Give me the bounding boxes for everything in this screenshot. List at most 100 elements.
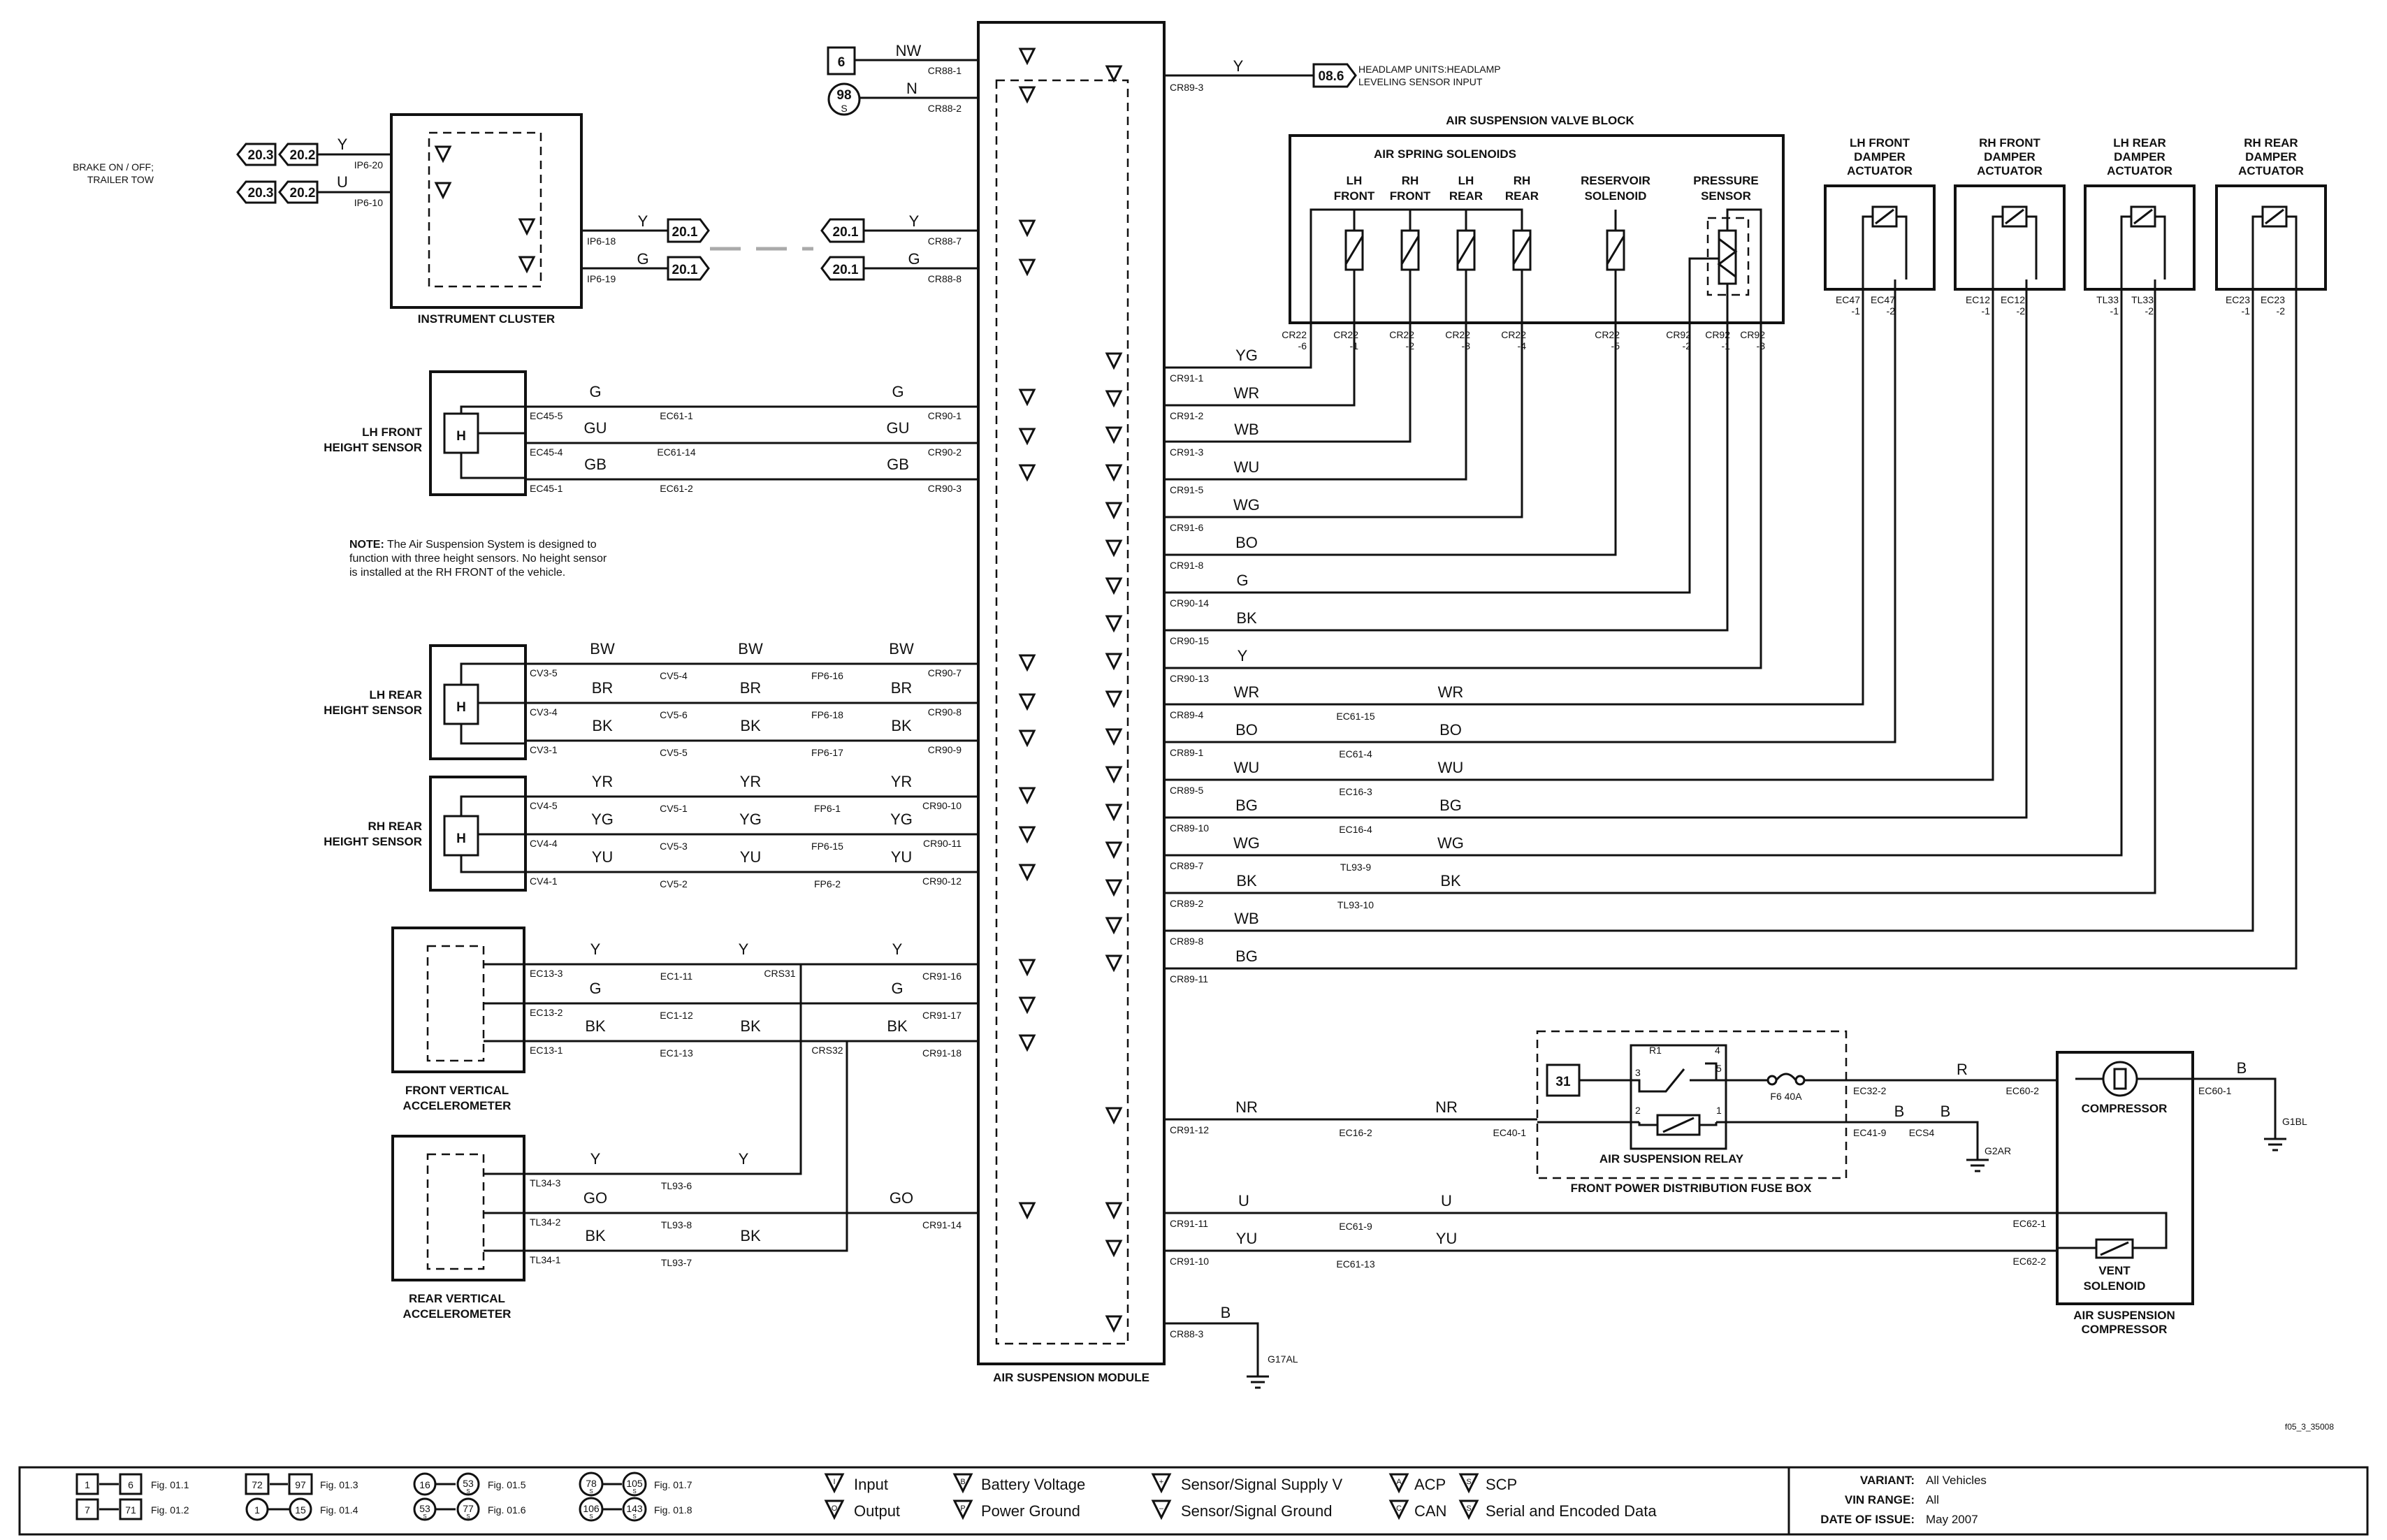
svg-text:CR89-5: CR89-5	[1170, 785, 1203, 796]
ref-arrow-20-3-a: 20.3	[236, 143, 277, 166]
legend-output: O Output	[824, 1499, 900, 1520]
svg-text:CV5-3: CV5-3	[660, 841, 688, 852]
ref-arrow-08-6: 08.6	[1312, 63, 1357, 88]
svg-text:BK: BK	[891, 717, 912, 734]
svg-text:Y: Y	[338, 136, 348, 153]
svg-text:7: 7	[85, 1504, 90, 1516]
svg-text:-1: -1	[2110, 305, 2119, 317]
svg-text:EC23: EC23	[2261, 294, 2285, 305]
svg-text:GO: GO	[583, 1189, 607, 1207]
svg-text:BK: BK	[1236, 609, 1257, 627]
svg-text:YU: YU	[1236, 1230, 1258, 1247]
svg-text:BO: BO	[1439, 721, 1462, 739]
svg-text:EC45-4: EC45-4	[530, 446, 563, 458]
svg-text:YR: YR	[740, 773, 762, 790]
svg-text:BK: BK	[740, 1227, 761, 1244]
svg-text:FP6-17: FP6-17	[811, 747, 843, 758]
svg-text:BG: BG	[1235, 797, 1258, 814]
svg-text:function with three height sen: function with three height sensors. No h…	[349, 553, 607, 565]
svg-text:FP6-15: FP6-15	[811, 841, 843, 852]
svg-text:R1: R1	[1649, 1045, 1662, 1056]
svg-text:CR92: CR92	[1666, 329, 1691, 340]
svg-text:EC61-15: EC61-15	[1336, 711, 1374, 722]
svg-text:AIR SPRING SOLENOIDS: AIR SPRING SOLENOIDS	[1374, 147, 1516, 161]
svg-text:is installed at the RH FRONT o: is installed at the RH FRONT of the vehi…	[349, 567, 565, 579]
svg-text:NW: NW	[896, 42, 922, 59]
svg-text:G: G	[589, 980, 601, 997]
svg-text:BK: BK	[592, 717, 613, 734]
svg-text:CR90-2: CR90-2	[928, 446, 962, 458]
svg-text:6: 6	[838, 55, 846, 70]
svg-text:20.3: 20.3	[248, 148, 274, 163]
svg-text:BK: BK	[1236, 872, 1257, 889]
svg-text:EC60-1: EC60-1	[2198, 1085, 2232, 1096]
svg-text:CV5-5: CV5-5	[660, 747, 688, 758]
svg-text:NOTE: The Air Suspension Syste: NOTE: The Air Suspension System is desig…	[349, 539, 597, 551]
svg-text:4: 4	[1715, 1045, 1720, 1056]
svg-text:VENT: VENT	[2098, 1264, 2131, 1277]
svg-text:WB: WB	[1234, 421, 1258, 438]
figure-id: f05_3_35008	[2285, 1422, 2334, 1432]
svg-text:15: 15	[295, 1504, 306, 1516]
legend-input: I Input	[824, 1473, 888, 1494]
legend-scp: S SCP	[1458, 1473, 1517, 1494]
svg-text:08.6: 08.6	[1319, 69, 1344, 84]
svg-text:LH REAR: LH REAR	[2113, 136, 2166, 150]
svg-text:CV5-2: CV5-2	[660, 878, 688, 889]
svg-text:SOLENOID: SOLENOID	[1585, 189, 1647, 203]
svg-text:NR: NR	[1435, 1098, 1458, 1116]
svg-text:20.1: 20.1	[833, 225, 859, 240]
svg-text:EC40-1: EC40-1	[1493, 1127, 1527, 1138]
svg-text:ACTUATOR: ACTUATOR	[1847, 164, 1913, 177]
note: NOTE: The Air Suspension System is desig…	[349, 539, 607, 579]
svg-text:20.1: 20.1	[672, 263, 698, 277]
svg-text:May 2007: May 2007	[1926, 1513, 1978, 1526]
svg-text:-1: -1	[1982, 305, 1991, 317]
svg-text:N: N	[906, 80, 917, 97]
svg-text:EC16-2: EC16-2	[1339, 1127, 1372, 1138]
svg-text:CR91-2: CR91-2	[1170, 410, 1203, 421]
svg-text:CR91-12: CR91-12	[1170, 1124, 1209, 1135]
svg-text:20.3: 20.3	[248, 186, 274, 201]
svg-text:Sensor/Signal Supply V: Sensor/Signal Supply V	[1181, 1476, 1342, 1493]
svg-text:CR89-11: CR89-11	[1170, 973, 1208, 985]
svg-text:DAMPER: DAMPER	[1854, 150, 1906, 164]
legend-fig-3: 72 97 Fig. 01.3	[245, 1473, 358, 1495]
svg-text:G1BL: G1BL	[2282, 1116, 2307, 1127]
svg-text:WG: WG	[1437, 834, 1464, 852]
svg-text:Fig. 01.3: Fig. 01.3	[320, 1479, 358, 1490]
svg-text:77: 77	[463, 1503, 474, 1514]
ref-arrow-20-1-a: 20.1	[820, 218, 865, 243]
svg-text:CV5-4: CV5-4	[660, 670, 688, 681]
legend: 1 6 Fig. 01.1 7 71 Fig. 01.2 72 97 Fig. …	[18, 1466, 2369, 1536]
svg-text:RH REAR: RH REAR	[368, 820, 422, 833]
svg-text:GU: GU	[584, 419, 607, 437]
svg-text:CR90-9: CR90-9	[928, 744, 962, 755]
svg-text:S: S	[589, 1513, 593, 1520]
svg-text:WU: WU	[1234, 458, 1260, 476]
svg-text:Y: Y	[1233, 57, 1244, 75]
svg-text:WR: WR	[1438, 683, 1464, 701]
svg-text:DAMPER: DAMPER	[1984, 150, 2036, 164]
svg-text:EC1-11: EC1-11	[660, 971, 693, 982]
headlamp-label-1: HEADLAMP UNITS:HEADLAMP	[1358, 64, 1501, 75]
svg-text:CV4-1: CV4-1	[530, 876, 558, 887]
svg-text:G: G	[891, 980, 903, 997]
svg-text:YG: YG	[739, 811, 762, 828]
ref-arrow-20-1-d: 20.1	[667, 256, 710, 281]
air-suspension-compressor: COMPRESSOR VENT SOLENOID	[2056, 1051, 2194, 1305]
svg-text:53: 53	[419, 1503, 430, 1514]
svg-text:CR91-5: CR91-5	[1170, 484, 1203, 495]
svg-text:AIR SUSPENSION VALVE BLOCK: AIR SUSPENSION VALVE BLOCK	[1446, 114, 1634, 127]
legend-fig-5: 16 53 S Fig. 01.5	[413, 1472, 526, 1496]
svg-text:DATE OF ISSUE:: DATE OF ISSUE:	[1820, 1513, 1915, 1526]
svg-text:Fig. 01.7: Fig. 01.7	[654, 1479, 692, 1490]
svg-text:1: 1	[1716, 1105, 1722, 1116]
legend-fig-8: 106 S 143 S Fig. 01.8	[579, 1497, 692, 1522]
svg-text:All Vehicles: All Vehicles	[1926, 1474, 1987, 1487]
svg-text:EC61-1: EC61-1	[660, 410, 693, 421]
ref-arrow-20-3-b: 20.3	[236, 180, 277, 204]
legend-can: C CAN	[1388, 1499, 1446, 1520]
svg-text:Y: Y	[590, 940, 601, 958]
svg-text:143: 143	[626, 1503, 643, 1514]
